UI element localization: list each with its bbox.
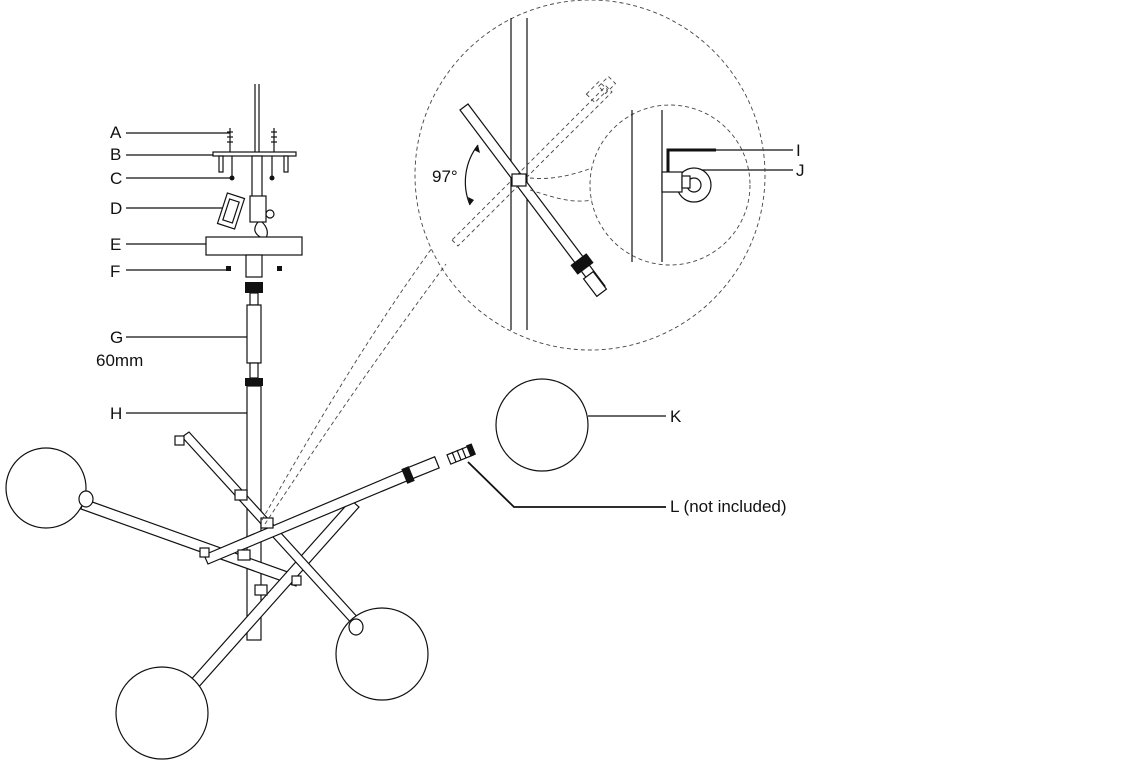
label-j: J <box>796 161 805 180</box>
part-c-anchor <box>229 156 275 181</box>
detail-arm-alternate <box>451 85 613 247</box>
part-a-screw <box>227 128 277 152</box>
label-a: A <box>110 123 122 142</box>
part-b-bracket <box>212 151 297 157</box>
label-h: H <box>110 404 122 423</box>
label-f: F <box>110 262 120 281</box>
part-e-canopy <box>205 236 303 256</box>
label-g-size: 60mm <box>96 351 143 370</box>
part-l-bulb <box>446 443 477 465</box>
label-g: G <box>110 328 123 347</box>
globe-upper-left <box>5 447 87 529</box>
label-c: C <box>110 169 122 188</box>
part-g-extension-rod <box>246 304 262 364</box>
label-k: K <box>670 407 682 426</box>
part-d-terminal-block <box>216 192 275 239</box>
part-k-glass-globe <box>495 378 589 472</box>
part-j-set-screw <box>661 171 683 193</box>
globe-lower-right <box>335 607 429 701</box>
detail-magnified-view <box>261 0 766 525</box>
leader-lines <box>126 132 793 508</box>
label-i: I <box>796 141 801 160</box>
part-f-screw <box>226 266 231 271</box>
detail-arm-current <box>459 103 606 293</box>
part-i-allen-key <box>666 148 716 172</box>
label-e: E <box>110 235 121 254</box>
globe-lower-left <box>115 666 209 760</box>
angle-label: 97° <box>432 167 458 186</box>
fixture-arms <box>80 431 440 691</box>
label-l: L (not included) <box>670 497 787 516</box>
label-d: D <box>110 199 122 218</box>
label-b: B <box>110 145 121 164</box>
globes <box>5 378 589 760</box>
